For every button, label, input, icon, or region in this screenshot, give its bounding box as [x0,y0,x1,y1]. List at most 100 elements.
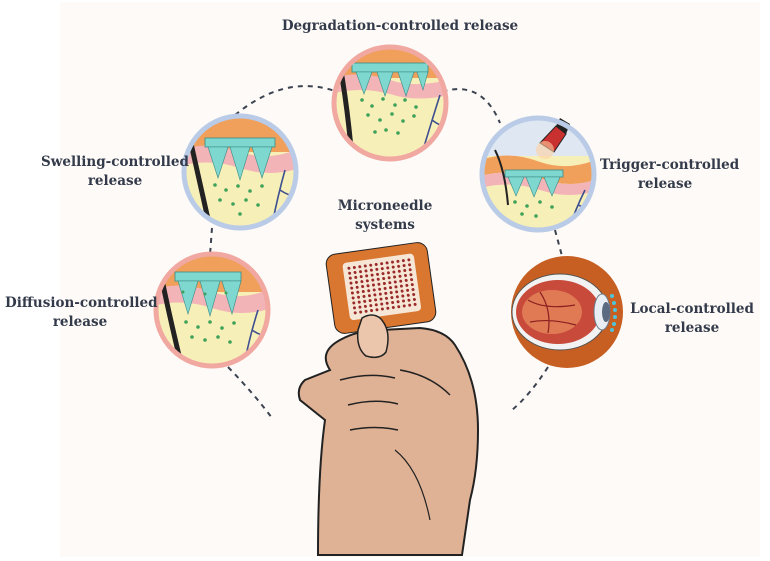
dashed-connector [432,88,501,124]
microneedle-dot [372,283,376,287]
microneedle-dot [382,281,386,285]
eye-icon [511,256,623,368]
diffusion-label-line2: release [52,314,108,330]
microneedle-dot [370,309,374,313]
drug-dots [213,183,264,216]
microneedle-dot [393,280,397,284]
microneedle-dot [384,296,388,300]
microneedle-dot [383,286,387,290]
microneedle-dot [410,278,414,282]
microneedle-dot [377,282,381,286]
microneedle-dot [365,274,369,278]
microneedle-dot [391,305,395,309]
microneedle-dot [372,288,376,292]
microneedle-dot [385,301,389,305]
microneedle-dot [385,261,389,265]
microneedle-dot [355,285,359,289]
microneedle-dot [352,266,356,270]
microneedle-dot [399,284,403,288]
microneedle-dot [376,277,380,281]
microneedle-dot [369,304,373,308]
microneedle-dot [397,269,401,273]
microneedle-dot [388,281,392,285]
microneedle-dot [359,275,363,279]
microneedle-dot [401,259,405,263]
degradation-label: Degradation-controlled release [255,17,545,36]
microneedle-dot [397,305,401,309]
trigger-label-line1: Trigger-controlled [600,157,740,173]
microneedle-dot [379,297,383,301]
microneedle-dot [363,264,367,268]
microneedle-dot [353,311,357,315]
microneedle-dot [407,258,411,262]
microneedle-dot [347,266,351,270]
microneedle-dot [386,306,390,310]
dashed-connector [234,85,346,116]
microneedle-dot [365,279,369,283]
trigger-label: Trigger-controlled release [600,156,740,194]
microneedle-dot [409,273,413,277]
microneedle-dot [389,291,393,295]
microneedle-dot [394,285,398,289]
microneedle-dot [391,265,395,269]
microneedle-dot [382,277,386,281]
swelling-label-line1: Swelling-controlled [41,154,189,170]
degradation-label-text: Degradation-controlled release [281,18,519,34]
dashed-connector [209,227,213,256]
drug-dots [181,290,236,344]
center-label-line1: Microneedle [337,198,433,214]
microneedle-dot [350,291,354,295]
microneedle-dot [359,310,363,314]
microneedle-dot [363,299,367,303]
microneedle-dot [352,301,356,305]
microneedle-dot [410,283,414,287]
microneedle-dot [408,268,412,272]
dashed-connector [227,366,273,419]
microneedle-dot [380,307,384,311]
microneedle-dot [386,266,390,270]
diffusion-label-line1: Diffusion-controlled [5,295,158,311]
microneedle-dot [403,273,407,277]
microneedle-dot [380,267,384,271]
microneedle-dot [391,301,395,305]
microneedle-dot [358,265,362,269]
drug-dots [513,200,554,218]
microneedle-dot [361,285,365,289]
microneedle-dot [386,271,390,275]
microneedle-dot [397,264,401,268]
microneedle-dot [375,308,379,312]
microneedle-dot [395,290,399,294]
microneedle-dot [348,276,352,280]
microneedle-dot [398,274,402,278]
swelling-label-line2: release [87,173,143,189]
degradation-ring [331,44,449,162]
microneedle-dot [353,270,357,274]
local-label-line2: release [664,320,720,336]
swelling-label: Swelling-controlled release [40,153,190,191]
microneedle-dot [359,270,363,274]
microneedle-dot [367,294,371,298]
microneedle-dot [375,267,379,271]
microneedle-dot [412,297,416,301]
microneedle-dot [369,263,373,267]
local-label: Local-controlled release [622,300,762,338]
microneedle-dot [348,271,352,275]
microneedle-dot [391,260,395,264]
hair-icon [494,149,509,206]
microneedle-dot [357,295,361,299]
local-label-line1: Local-controlled [630,301,754,317]
microneedle-dot [367,289,371,293]
microneedle-dot [393,275,397,279]
microneedle-dot [351,296,355,300]
microneedle-dot [401,294,405,298]
trigger-ring [479,115,597,233]
microneedle-dot [363,304,367,308]
microneedle-dot [406,293,410,297]
microneedle-dot [353,306,357,310]
microneedle-dot [408,303,412,307]
microneedle-dot [396,259,400,263]
microneedle-dot [354,275,358,279]
microneedle-dot [402,304,406,308]
